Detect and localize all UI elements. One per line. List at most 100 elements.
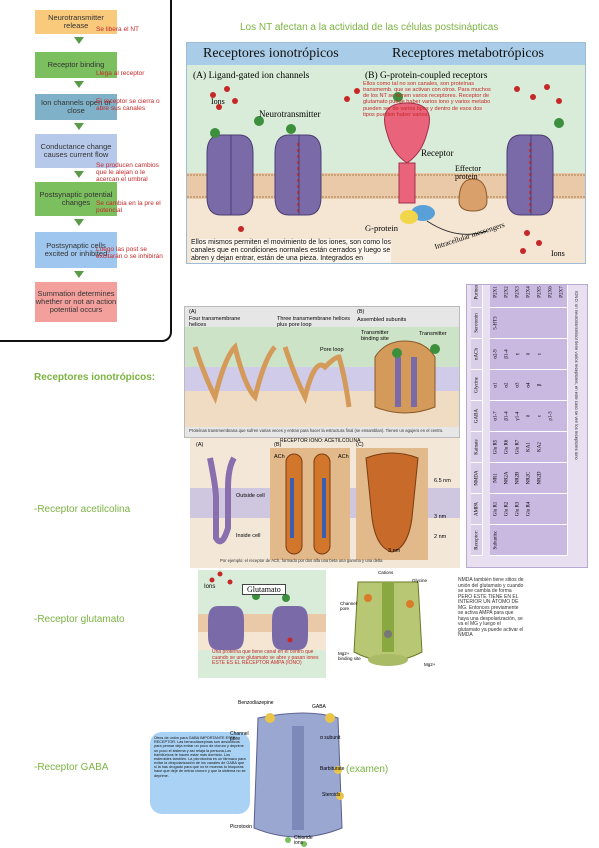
table-side-note: IONO: un neurotransmisor tiene varios re… (574, 291, 579, 460)
flow-step-1: Neurotransmitter release (35, 10, 117, 34)
table-cell (556, 307, 568, 339)
table-cell-text: α3 (515, 381, 520, 388)
glutamate-ions-label: Ions (204, 584, 216, 590)
glutamate-title: Glutamato (242, 584, 286, 595)
table-cell-text: δ (526, 352, 531, 355)
table-cell-text: δ (526, 414, 531, 417)
table-cell: Glycine (471, 369, 483, 401)
nmda-note: NMDA también tiene sitios de unión del g… (458, 577, 524, 638)
table-cell-text: AMPA (474, 501, 479, 516)
ach-label-a: (A) (196, 442, 204, 448)
gaba-gaba: GABA (312, 704, 326, 710)
table-cell-text: α4 (526, 381, 531, 388)
title-ionotropic: Receptores ionotrópicos (203, 46, 339, 61)
ions-label: Ions (211, 97, 225, 106)
table-cell-text: Glu R1 (493, 501, 498, 516)
ach-label-b: (B) (274, 442, 282, 448)
table-cell-text: NR2C (526, 471, 531, 484)
table-cell-text: β1-4 (504, 348, 509, 359)
table-cell-text: P2X2 (504, 285, 509, 298)
receptor-types-figure: Receptores ionotrópicos Receptores metab… (186, 42, 586, 264)
gaba-chloride: Chloride ions (294, 835, 313, 846)
table-cell-text: β (537, 383, 542, 386)
table-cell: GABA (471, 400, 483, 432)
table-cell-text: ε (537, 414, 542, 417)
table-cell-text: α1-7 (493, 410, 498, 421)
flow-arrow (74, 271, 84, 278)
table-cell-text: Glu R2 (504, 501, 509, 516)
table-cell: Serotonin (471, 307, 483, 339)
gaba-benzo: Benzodiazepine (238, 700, 274, 706)
ach-caption: Por ejemplo: el receptor de ACh, formado… (220, 558, 383, 563)
outside-cell-label: Outside cell (236, 493, 265, 499)
gprotein-label: G-protein (365, 223, 399, 233)
table-cell-text: KA2 (537, 441, 542, 452)
nmda-drawing (353, 581, 423, 666)
table-cell (556, 400, 568, 432)
flow-arrow (74, 171, 84, 178)
binding-site-label: Transmitter binding site (361, 330, 389, 342)
subunit-caption: Proteínas transmembrana que sufren varia… (189, 428, 444, 433)
dim-1: 6.5 nm (434, 478, 451, 484)
gaba-steroids: Steroids (322, 792, 341, 798)
table-cell: Kainate (471, 431, 483, 463)
table-cell-text: Glycine (474, 376, 479, 393)
table-cell-text: GABA (474, 408, 479, 423)
table-cell-text: Glu R6 (504, 439, 509, 454)
flow-step-4: Conductance change causes current flow (35, 134, 117, 168)
table-cell-text: Glu R5 (493, 439, 498, 454)
table-cell-text: NR2A (504, 470, 509, 485)
table-cell-text: P2X1 (493, 285, 498, 298)
ach-header: RECEPTOR IONO: ACETILCOLINA (280, 438, 361, 444)
mid-title-a: Four transmembrane helices (189, 316, 241, 328)
table-cell (556, 462, 568, 494)
label-ionotropic: Receptores ionotrópicos: (34, 372, 156, 383)
panel-a-label: (A) Ligand-gated ion channels (193, 71, 310, 81)
table-cell: P2X7 (556, 285, 568, 308)
subunit-figure: (A) Four transmembrane helices Three tra… (184, 306, 460, 438)
flow-note-2: Llega al receptor (96, 70, 145, 77)
gaba-picrotoxin: Picrotoxin (230, 824, 252, 830)
table-cell-text: P2X5 (537, 285, 542, 298)
table-cell (556, 338, 568, 370)
nmda-cations: Cations (378, 570, 394, 575)
subunit-drawing (185, 327, 459, 427)
pore-loop-label: Pore loop (320, 347, 344, 353)
gaba-drawing (253, 712, 344, 847)
table-cell: nACh (471, 338, 483, 370)
table-cell-text: Receptor: (474, 529, 479, 550)
table-cell-text: NR1 (493, 472, 498, 483)
receptor-label: Receptor (421, 148, 454, 158)
label-ach: -Receptor acetilcolina (34, 504, 131, 515)
nmda-glycine: Glycine (412, 578, 428, 583)
flow-arrow (74, 37, 84, 44)
table-cell-text: Glu R7 (515, 439, 520, 454)
nmda-mg-site: Mg2+ binding site (338, 651, 361, 661)
glutamate-figure: Glutamato Ions Una proteína que tiene ca… (198, 570, 326, 678)
ach-label-c: (C) (356, 442, 364, 448)
panel-b-label: (B) G-protein-coupled receptors (365, 71, 488, 81)
table-cell: AMPA (471, 493, 483, 525)
nmda-channel-pore: Channel pore (340, 601, 357, 611)
label-glutamate: -Receptor glutamato (34, 614, 125, 625)
mid-title-b: Three transmembrane helices plus pore lo… (277, 316, 351, 328)
gaba-channel: Channel pore (230, 731, 249, 742)
table-cell-text: nACh (474, 347, 479, 360)
table-cell-text: β1-4 (504, 410, 509, 421)
dim-4: 3 nm (388, 548, 401, 554)
table-cell: NMDA (471, 462, 483, 494)
table-cell-text: NMDA (474, 469, 479, 486)
inside-cell-label: Inside cell (236, 533, 261, 539)
table-cell-text: ε (537, 352, 542, 355)
table-cell-text: Subunits: (493, 530, 498, 549)
dim-2: 3 nm (434, 514, 447, 520)
flow-note-6: Luego las post se excitarán o se inhibir… (96, 246, 163, 261)
table-cell: Purines (471, 285, 483, 308)
table-cell-text: 5-HT3 (493, 315, 498, 330)
table-cell-text: Glu R4 (526, 501, 531, 516)
gaba-barbiturate: Barbiturate (320, 766, 345, 772)
table-cell-text: Kainate (474, 438, 479, 455)
transmitter-label: Transmitter (419, 331, 447, 337)
flow-note-5: Se cambia en la pre el potencial (96, 200, 161, 215)
